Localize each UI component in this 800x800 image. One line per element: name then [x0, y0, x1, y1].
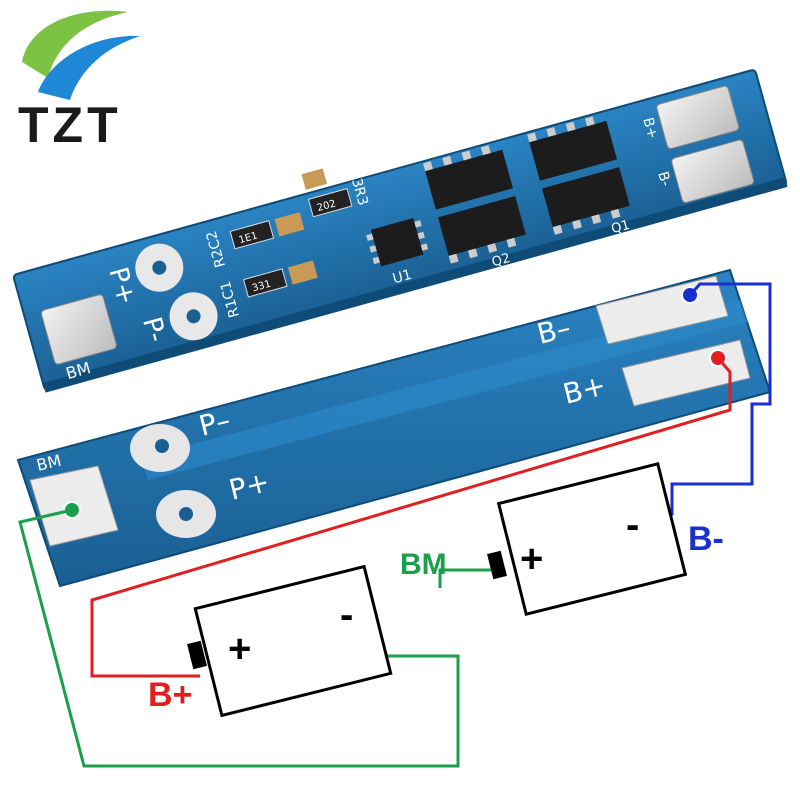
hole-pminus-bottom-center — [155, 439, 169, 453]
pad-bplus-top — [656, 85, 740, 149]
cell-2-minus: - — [626, 503, 639, 547]
brand-logo: TZT — [18, 10, 140, 153]
hole-pminus-top-center — [186, 309, 201, 324]
resistor-r2c2: 1E1 — [229, 220, 275, 250]
capacitor-c3 — [301, 168, 328, 190]
svg-text:331: 331 — [251, 279, 272, 295]
silk-q4: Q4 — [430, 139, 452, 158]
mosfet-q2 — [438, 196, 526, 264]
silk-bminus-bottom: B– — [534, 311, 574, 351]
cell-1-plus: + — [228, 627, 251, 671]
mosfet-q1 — [542, 167, 630, 235]
resistor-c3r3: 202 — [307, 188, 353, 218]
silk-u1: U1 — [391, 267, 414, 288]
cell-2-plus: + — [520, 537, 543, 581]
svg-text:202: 202 — [316, 198, 337, 214]
wire-bminus — [668, 282, 772, 516]
label-bm: BM — [400, 548, 447, 581]
cell-1-minus: - — [340, 593, 353, 637]
silk-q2: Q2 — [490, 251, 512, 270]
wiring-diagram — [18, 282, 772, 768]
battery-cell-2: + - — [487, 462, 688, 616]
battery-cell-1: + - — [187, 564, 393, 718]
mosfet-q4 — [423, 145, 513, 210]
silk-bplus-top: B+ — [639, 116, 660, 141]
logo-text: TZT — [18, 97, 122, 153]
ic-u1 — [366, 218, 429, 267]
hole-pplus-top-center — [152, 260, 167, 275]
label-bminus: B- — [688, 520, 724, 558]
pad-bminus-top — [671, 139, 755, 203]
svg-text:1E1: 1E1 — [238, 231, 259, 247]
capacitor-c1 — [287, 260, 318, 285]
resistor-r1c1: 331 — [242, 268, 288, 298]
pcb-top-board: BM P+ P- 331 1E1 202 R1C1 R2C2 C3R3 — [12, 69, 788, 393]
silk-q1: Q1 — [610, 218, 632, 237]
capacitor-c2 — [274, 212, 305, 237]
label-bplus: B+ — [148, 676, 192, 714]
wire-bm — [18, 508, 460, 768]
pcb-trace-band — [140, 300, 748, 480]
wire-bplus — [90, 357, 732, 678]
wire-bm-link — [438, 568, 496, 588]
mosfet-q3 — [527, 116, 618, 181]
pcb-bottom-board: BM P– P+ B– B+ — [16, 268, 772, 588]
pcb-top-edge — [42, 177, 788, 393]
silk-bminus-top: B- — [654, 170, 673, 188]
logo-swoosh-blue-icon — [38, 35, 140, 101]
pad-bm-top — [40, 294, 117, 365]
silk-q3: Q3 — [573, 99, 595, 118]
logo-swoosh-green-icon — [22, 10, 128, 78]
hole-pplus-bottom-center — [179, 507, 193, 521]
